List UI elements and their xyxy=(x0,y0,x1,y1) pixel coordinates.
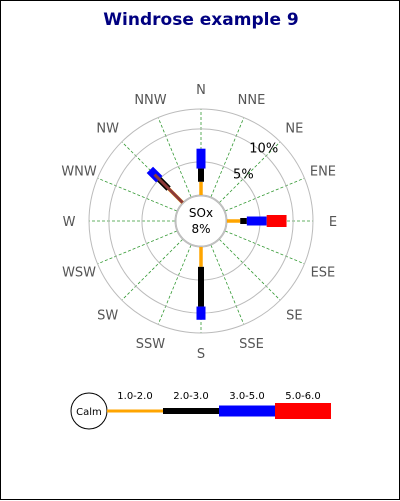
direction-label-se: SE xyxy=(286,308,302,323)
center-circle xyxy=(175,195,227,247)
ring-label-10: 10% xyxy=(249,141,278,156)
direction-label-wnw: WNW xyxy=(61,164,97,179)
spoke-se xyxy=(219,239,281,301)
direction-label-e: E xyxy=(329,215,337,230)
spoke-ene xyxy=(224,177,305,212)
spoke-ne xyxy=(219,141,281,203)
direction-label-nnw: NNW xyxy=(134,93,166,108)
direction-label-ne: NE xyxy=(285,122,303,137)
chart-title: Windrose example 9 xyxy=(103,10,298,30)
direction-label-sw: SW xyxy=(97,308,118,323)
legend: Calm 1.0-2.0 2.0-3.0 3.0-5.0 5.0-6.0 xyxy=(70,391,331,430)
center-layer: SOx 8% xyxy=(175,195,227,247)
spoke-nnw xyxy=(157,117,192,198)
spoke-wsw xyxy=(97,230,178,265)
direction-label-sse: SSE xyxy=(239,337,264,352)
center-value: 8% xyxy=(191,222,210,236)
direction-label-wsw: WSW xyxy=(62,266,96,281)
legend-calm-label: Calm xyxy=(76,407,102,418)
direction-label-ene: ENE xyxy=(310,164,336,179)
spoke-ssw xyxy=(157,244,192,325)
spoke-ese xyxy=(224,230,305,265)
legend-bin-swatch-3 xyxy=(219,405,275,417)
direction-label-s: S xyxy=(197,347,205,362)
direction-label-w: W xyxy=(63,215,76,230)
legend-bin-swatch-1 xyxy=(107,409,163,413)
legend-bin-label-2: 2.0-3.0 xyxy=(173,391,208,402)
ring-label-5: 5% xyxy=(233,167,254,182)
legend-bin-label-3: 3.0-5.0 xyxy=(229,391,264,402)
direction-label-ssw: SSW xyxy=(136,337,166,352)
bar-nw-segment-1 xyxy=(153,173,184,204)
spoke-sse xyxy=(210,244,245,325)
spoke-sw xyxy=(121,239,183,301)
spoke-wnw xyxy=(97,177,178,212)
direction-label-ese: ESE xyxy=(311,266,336,281)
legend-bin-label-4: 5.0-6.0 xyxy=(285,391,320,402)
direction-label-nw: NW xyxy=(96,122,119,137)
direction-label-n: N xyxy=(196,83,206,98)
labels-layer: 5% 10% N NNE NE ENE E ESE SE SSE S SSW SW WSW W WNW NW NN… xyxy=(61,83,337,362)
legend-bin-swatch-4 xyxy=(275,403,331,419)
bars-layer xyxy=(146,148,287,320)
direction-label-nne: NNE xyxy=(238,93,266,108)
center-label: SOx xyxy=(189,206,213,220)
outer-ring xyxy=(88,108,314,334)
legend-bin-label-1: 1.0-2.0 xyxy=(117,391,152,402)
spoke-nne xyxy=(210,117,245,198)
legend-bin-swatch-2 xyxy=(163,408,219,414)
